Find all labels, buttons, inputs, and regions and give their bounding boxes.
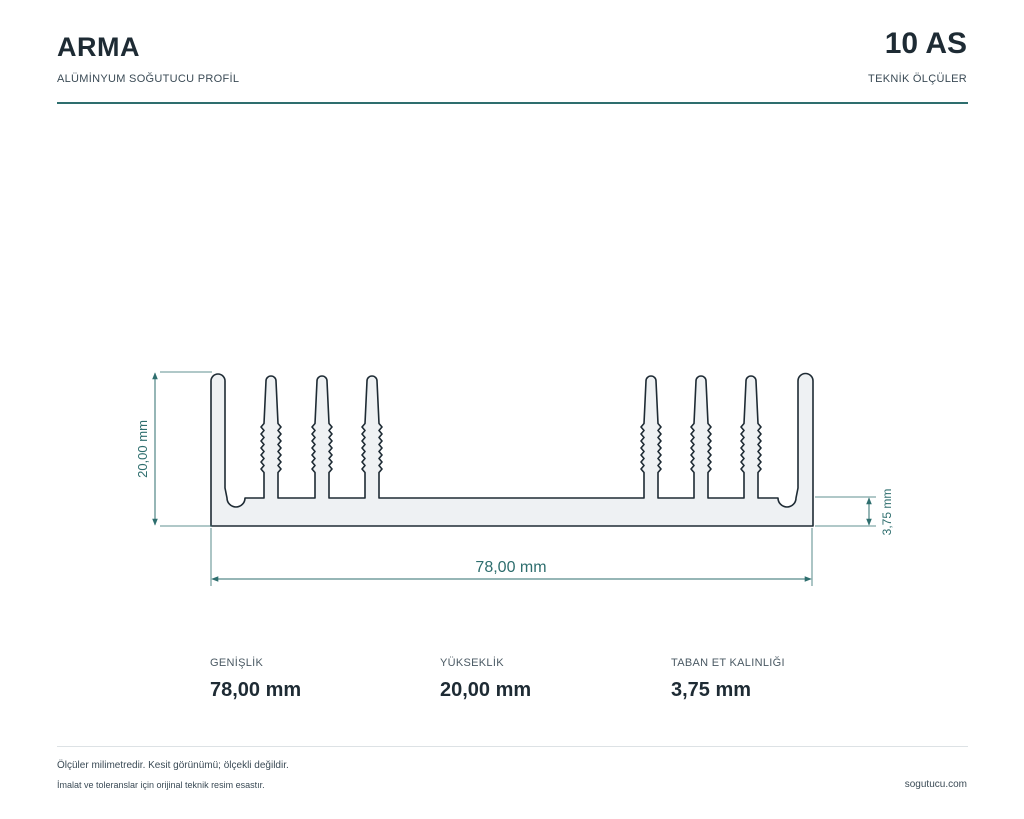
spec-width-label: GENİŞLİK (210, 657, 264, 669)
spec-width: GENİŞLİK 78,00 mm (210, 657, 301, 702)
spec-height-label: YÜKSEKLİK (440, 657, 504, 669)
footer-divider (57, 746, 968, 747)
spec-base-thickness-label: TABAN ET KALINLIĞI (671, 657, 785, 669)
brand-subtitle: ALÜMİNYUM SOĞUTUCU PROFİL (57, 73, 240, 85)
height-dim-label: 20,00 mm (135, 420, 150, 478)
width-dimension: 78,00 mm (210, 528, 813, 586)
brand-name: ARMA (57, 32, 140, 62)
spec-base-thickness-value: 3,75 mm (671, 679, 752, 701)
spec-height-value: 20,00 mm (440, 679, 532, 701)
header-divider (57, 102, 968, 104)
height-dimension: 20,00 mm (135, 371, 212, 527)
spec-base-thickness: TABAN ET KALINLIĞI 3,75 mm (671, 657, 785, 702)
base-dim-label: 3,75 mm (880, 489, 894, 536)
footer-site-link[interactable]: sogutucu.com (904, 779, 967, 790)
spec-width-value: 78,00 mm (210, 679, 302, 701)
spec-height: YÜKSEKLİK 20,00 mm (440, 657, 531, 702)
heatsink-profile (210, 372, 814, 527)
model-code: 10 AS (884, 27, 967, 60)
footer-note-units: Ölçüler milimetredir. Kesit görünümü; öl… (57, 760, 289, 771)
width-dim-label: 78,00 mm (475, 559, 546, 576)
model-subtitle: TEKNİK ÖLÇÜLER (868, 73, 967, 85)
footer-note-tolerance: İmalat ve toleranslar için orijinal tekn… (57, 780, 265, 790)
base-dimension: 3,75 mm (815, 489, 894, 536)
